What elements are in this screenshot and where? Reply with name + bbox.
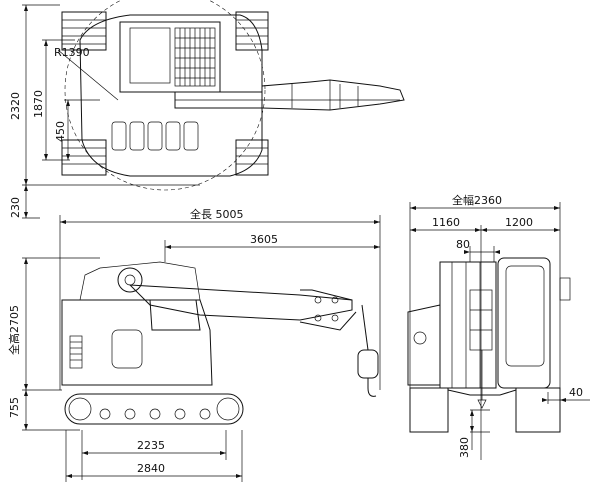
front-cab-window — [505, 265, 545, 367]
dim-boom-length: 3605 — [250, 233, 278, 246]
front-cab — [497, 257, 551, 389]
dim-total-width: 全幅2360 — [452, 193, 502, 207]
swing-radius-circle — [64, 0, 266, 191]
front-frame — [439, 261, 497, 389]
right-track-bottom — [235, 139, 269, 176]
winch-drum — [117, 267, 143, 293]
dim-total-height: 全高2705 — [7, 305, 21, 355]
dim-230: 230 — [9, 197, 22, 218]
cab-grille — [174, 27, 216, 87]
front-dimension-lines — [409, 202, 590, 460]
side-vents — [69, 335, 83, 369]
front-right-crawler — [515, 387, 561, 433]
dim-crawler-height: 755 — [8, 397, 21, 418]
front-body — [407, 304, 441, 386]
crawler-side — [64, 393, 244, 425]
front-left-crawler — [409, 387, 449, 433]
plan-view: R1390 2320 1870 450 230 — [9, 0, 405, 219]
operator-cab-top — [119, 21, 221, 93]
front-view: 全幅2360 1160 1200 80 40 380 — [407, 193, 590, 460]
left-track-top — [61, 11, 107, 51]
side-view: 全長 5005 3605 全高2705 755 2235 2840 — [7, 207, 381, 482]
cab-seat — [129, 27, 171, 84]
hook-block — [357, 304, 379, 397]
dim-crawler-length: 2840 — [137, 462, 165, 475]
upper-structure — [79, 14, 263, 177]
dim-total-length: 全長 5005 — [190, 207, 244, 221]
dim-ground-clearance: 380 — [458, 437, 471, 458]
left-track-bottom — [61, 139, 107, 176]
dim-side-offset: 40 — [569, 386, 583, 399]
dim-center-offset: 80 — [456, 238, 470, 251]
dim-right-width: 1200 — [505, 216, 533, 229]
dim-450: 450 — [54, 121, 67, 142]
dim-tumbler-distance: 2235 — [137, 439, 165, 452]
boom-side — [128, 284, 357, 331]
right-track-top — [235, 11, 269, 51]
plan-dimension-lines — [22, 4, 200, 219]
engine-cover-slots — [111, 121, 199, 151]
boom-plan — [174, 79, 405, 111]
dim-1870: 1870 — [32, 90, 45, 118]
dim-2320: 2320 — [9, 92, 22, 120]
cab-side — [149, 299, 201, 331]
side-dimension-lines — [22, 215, 381, 482]
radius-leader — [57, 49, 119, 101]
side-window — [111, 329, 143, 369]
dim-left-width: 1160 — [432, 216, 460, 229]
radius-label: R1390 — [54, 46, 90, 59]
